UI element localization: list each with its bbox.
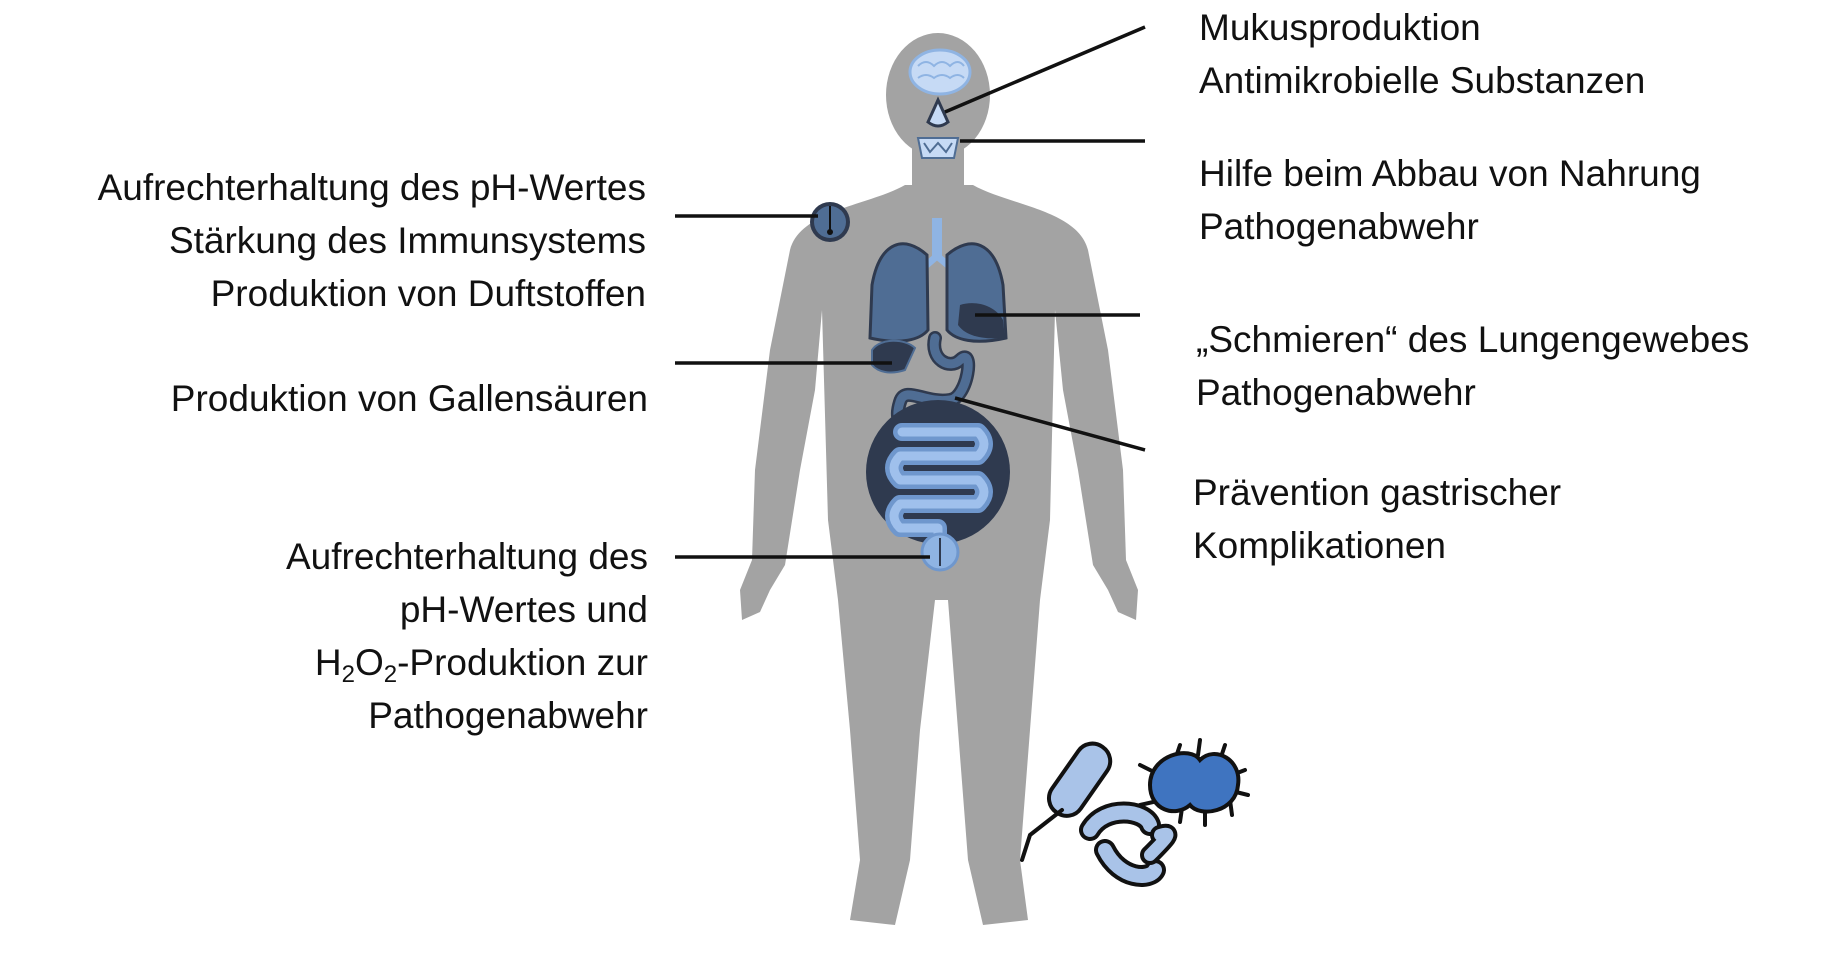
label-nose-line: Antimikrobielle Substanzen bbox=[1199, 54, 1645, 107]
label-skin-line: Aufrechterhaltung des pH-Wertes bbox=[98, 161, 646, 214]
label-vagina-o: O bbox=[355, 642, 384, 683]
label-mouth-line: Hilfe beim Abbau von Nahrung bbox=[1199, 147, 1701, 200]
vagina-icon bbox=[922, 534, 958, 570]
label-mouth: Hilfe beim Abbau von Nahrung Pathogenabw… bbox=[1199, 147, 1701, 253]
label-nose-line: Mukusproduktion bbox=[1199, 1, 1645, 54]
label-vagina-line: Aufrechterhaltung des bbox=[286, 530, 648, 583]
label-vagina-line: Pathogenabwehr bbox=[286, 689, 648, 742]
label-vagina-rest: -Produktion zur bbox=[397, 642, 648, 683]
mouth-icon bbox=[918, 138, 958, 158]
label-liver: Produktion von Gallensäuren bbox=[171, 372, 648, 425]
intestine-icon bbox=[866, 400, 1010, 545]
label-lung-line: „Schmieren“ des Lungengewebes bbox=[1196, 313, 1749, 366]
label-vagina: Aufrechterhaltung des pH-Wertes und H2O2… bbox=[286, 530, 648, 742]
label-lung-line: Pathogenabwehr bbox=[1196, 366, 1749, 419]
label-nose: Mukusproduktion Antimikrobielle Substanz… bbox=[1199, 1, 1645, 107]
skin-hair-icon bbox=[810, 202, 850, 242]
label-lung: „Schmieren“ des Lungengewebes Pathogenab… bbox=[1196, 313, 1749, 419]
label-vagina-line: H2O2-Produktion zur bbox=[286, 636, 648, 689]
label-skin-line: Produktion von Duftstoffen bbox=[98, 267, 646, 320]
label-vagina-sub: 2 bbox=[384, 661, 397, 688]
bacteria-icon bbox=[1022, 737, 1248, 876]
label-vagina-h: H bbox=[315, 642, 342, 683]
label-skin-line: Stärkung des Immunsystems bbox=[98, 214, 646, 267]
label-stomach: Prävention gastrischer Komplikationen bbox=[1193, 466, 1561, 572]
label-mouth-line: Pathogenabwehr bbox=[1199, 200, 1701, 253]
label-liver-line: Produktion von Gallensäuren bbox=[171, 372, 648, 425]
label-vagina-sub: 2 bbox=[342, 661, 355, 688]
label-stomach-line: Prävention gastrischer bbox=[1193, 466, 1561, 519]
label-stomach-line: Komplikationen bbox=[1193, 519, 1561, 572]
brain-icon bbox=[910, 50, 970, 94]
label-skin: Aufrechterhaltung des pH-Wertes Stärkung… bbox=[98, 161, 646, 320]
label-vagina-line: pH-Wertes und bbox=[286, 583, 648, 636]
